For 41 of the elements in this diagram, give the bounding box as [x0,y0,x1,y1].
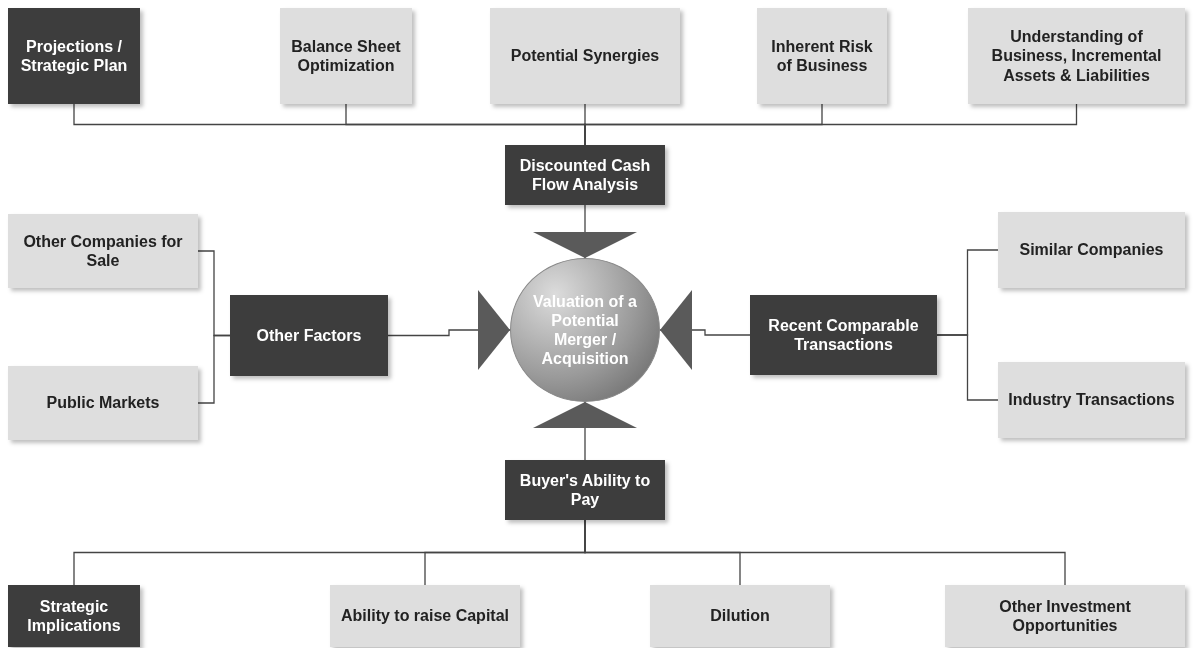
connector-line [197,334,231,404]
node-label: Balance Sheet Optimization [290,36,402,76]
arrow [387,290,511,370]
node-label: Discounted Cash Flow Analysis [518,155,652,195]
category-box [230,295,388,376]
node-label: Valuation of a Potential Merger / Acquisition [532,291,638,369]
node-label: Potential Synergies [510,46,660,66]
factor-box [490,8,680,104]
node-label: Other Companies for Sale [22,231,184,271]
arrow [533,204,637,259]
factor-box [650,585,830,647]
factor-box [8,214,198,288]
category-box [505,145,665,205]
node-label: Other Factors [256,325,362,346]
factor-box [8,366,198,440]
node-label: Public Markets [46,393,160,413]
node-label: Buyer's Ability to Pay [518,470,652,510]
connector-line [936,334,999,401]
node-label: Recent Comparable Transactions [767,315,920,355]
category-box [750,295,937,375]
node-label: Projections / Strategic Plan [19,36,129,76]
node-label: Ability to raise Capital [340,606,509,626]
node-label: Other Investment Opportunities [998,596,1132,636]
factor-box [757,8,887,104]
category-box [8,8,140,104]
category-box [505,460,665,520]
arrow [533,401,637,461]
node-label: Understanding of Business, Incremental Assets & Liabilities [990,27,1163,85]
factor-box [330,585,520,647]
node-label: Similar Companies [1019,240,1164,260]
factor-box [968,8,1185,104]
factor-box [280,8,412,104]
node-label: Inherent Risk of Business [770,36,874,76]
category-box [8,585,140,647]
factor-box [945,585,1185,647]
factor-box [998,362,1185,438]
node-label: Dilution [710,606,770,626]
node-label: Industry Transactions [1008,390,1175,410]
node-label: Strategic Implications [26,596,122,636]
arrow [659,290,751,370]
factor-box [998,212,1185,288]
